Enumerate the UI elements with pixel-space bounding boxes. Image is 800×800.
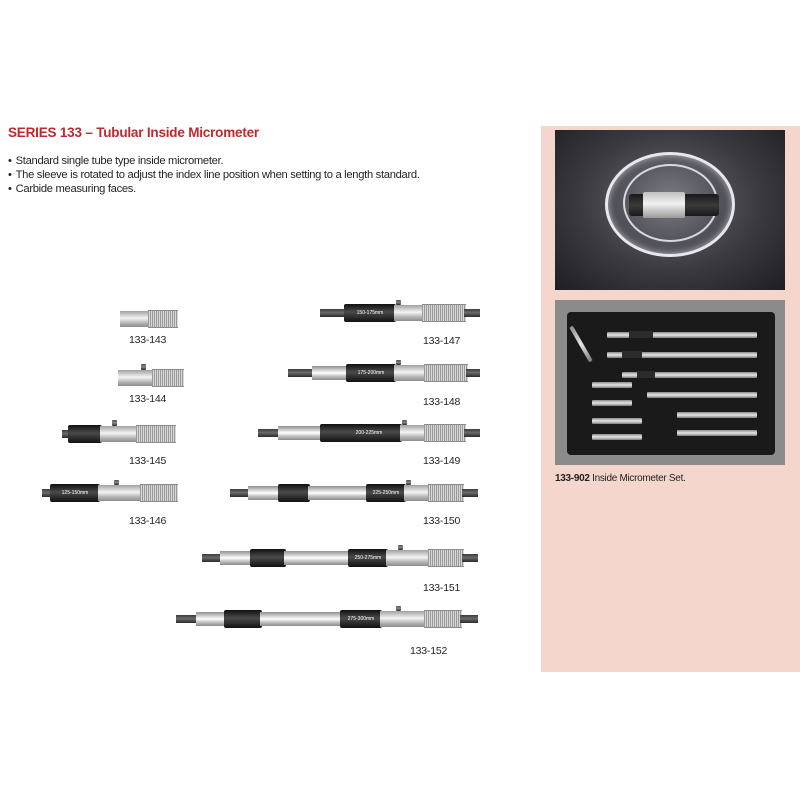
range-label: 200-225mm (355, 430, 383, 436)
micrometer-storage-photo (555, 130, 785, 290)
product-code: 133-146 (129, 515, 167, 527)
micrometer-133-144 (118, 364, 186, 390)
case-tray (567, 312, 775, 455)
range-label: 150-175mm (356, 310, 384, 316)
range-label: 225-250mm (372, 490, 400, 496)
stored-micrometer-sleeve (643, 192, 685, 218)
micrometer-133-150: 225-250mm (230, 480, 480, 506)
range-label: 175-200mm (357, 370, 385, 376)
micrometer-133-147: 150-175mm (320, 300, 480, 326)
product-code: 133-148 (423, 396, 461, 408)
range-label: 250-275mm (354, 555, 382, 561)
set-code: 133-902 (555, 473, 590, 484)
page-title: SERIES 133 – Tubular Inside Micrometer (8, 125, 259, 140)
feature-item: The sleeve is rotated to adjust the inde… (8, 168, 420, 182)
micrometer-133-151: 250-275mm (202, 545, 480, 571)
feature-item: Carbide measuring faces. (8, 182, 420, 196)
product-code: 133-152 (410, 645, 448, 657)
product-code: 133-149 (423, 455, 461, 467)
product-code: 133-150 (423, 515, 461, 527)
micrometer-133-145 (62, 420, 180, 448)
micrometer-133-146: 125-150mm (42, 480, 180, 506)
set-caption: 133-902 Inside Micrometer Set. (555, 473, 686, 484)
micrometer-133-149: 200-225mm (258, 420, 480, 446)
range-label: 125-150mm (61, 490, 89, 496)
feature-item: Standard single tube type inside microme… (8, 154, 420, 168)
micrometer-set-case-photo (555, 300, 785, 465)
set-caption-text: Inside Micrometer Set. (589, 473, 686, 484)
feature-list: Standard single tube type inside microme… (8, 154, 420, 196)
micrometer-133-148: 175-200mm (288, 360, 480, 386)
product-code: 133-143 (129, 334, 167, 346)
range-label: 275-300mm (347, 616, 375, 622)
product-code: 133-147 (423, 335, 461, 347)
product-code: 133-151 (423, 582, 461, 594)
product-code: 133-145 (129, 455, 167, 467)
product-code: 133-144 (129, 393, 167, 405)
micrometer-133-143 (120, 307, 180, 331)
micrometer-133-152: 275-300mm (176, 606, 480, 632)
